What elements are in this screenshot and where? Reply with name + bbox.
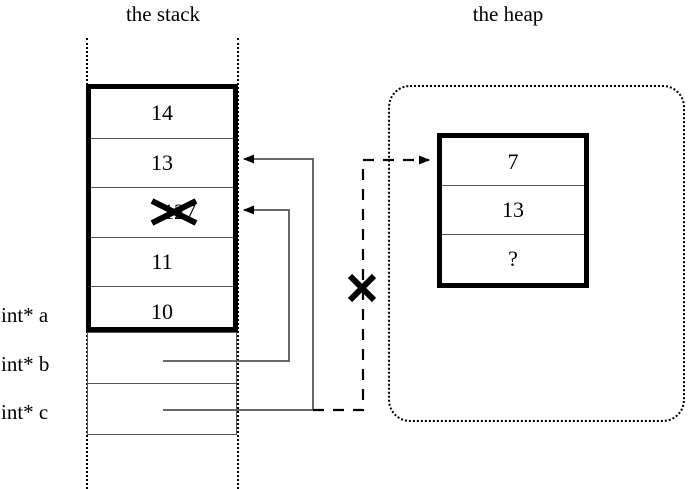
stack-cell-2-replacement-value: 7	[185, 199, 196, 225]
stack-cell-3: 11	[91, 238, 233, 288]
stack-cell-2-value: 12	[163, 198, 185, 224]
heap-array: 7 13 ?	[437, 133, 589, 288]
variable-label-c: int* c	[1, 400, 49, 424]
heap-cell-1: 13	[442, 186, 584, 235]
stack-cell-4: 10	[91, 287, 233, 337]
variable-label-a: int* a	[1, 303, 49, 327]
heap-cell-2-value: ?	[508, 245, 518, 271]
stack-cell-4-value: 10	[151, 299, 173, 325]
stack-array: 14 13 12 7 11 10	[86, 84, 238, 332]
broken-pointer-x-icon	[347, 273, 377, 303]
heap-cell-0: 7	[442, 138, 584, 187]
stack-cell-2-old-value-wrap: 12	[150, 198, 198, 227]
heap-title: the heap	[472, 2, 544, 26]
variable-label-b: int* b	[1, 352, 50, 376]
stack-cell-3-value: 11	[151, 249, 173, 275]
heap-cell-0-value: 7	[507, 148, 519, 174]
heap-cell-1-value: 13	[502, 196, 524, 222]
stack-pointer-cell-c	[88, 384, 236, 435]
heap-cell-2: ?	[442, 235, 584, 283]
stack-cell-2: 12 7	[91, 188, 233, 238]
stack-cell-0-value: 14	[151, 100, 173, 126]
stack-cell-1: 13	[91, 139, 233, 189]
stack-cell-1-value: 13	[151, 149, 173, 175]
stack-pointer-variables-box	[87, 332, 237, 435]
stack-cell-0: 14	[91, 89, 233, 139]
stack-title: the stack	[125, 2, 201, 26]
stack-pointer-cell-b	[88, 333, 236, 384]
